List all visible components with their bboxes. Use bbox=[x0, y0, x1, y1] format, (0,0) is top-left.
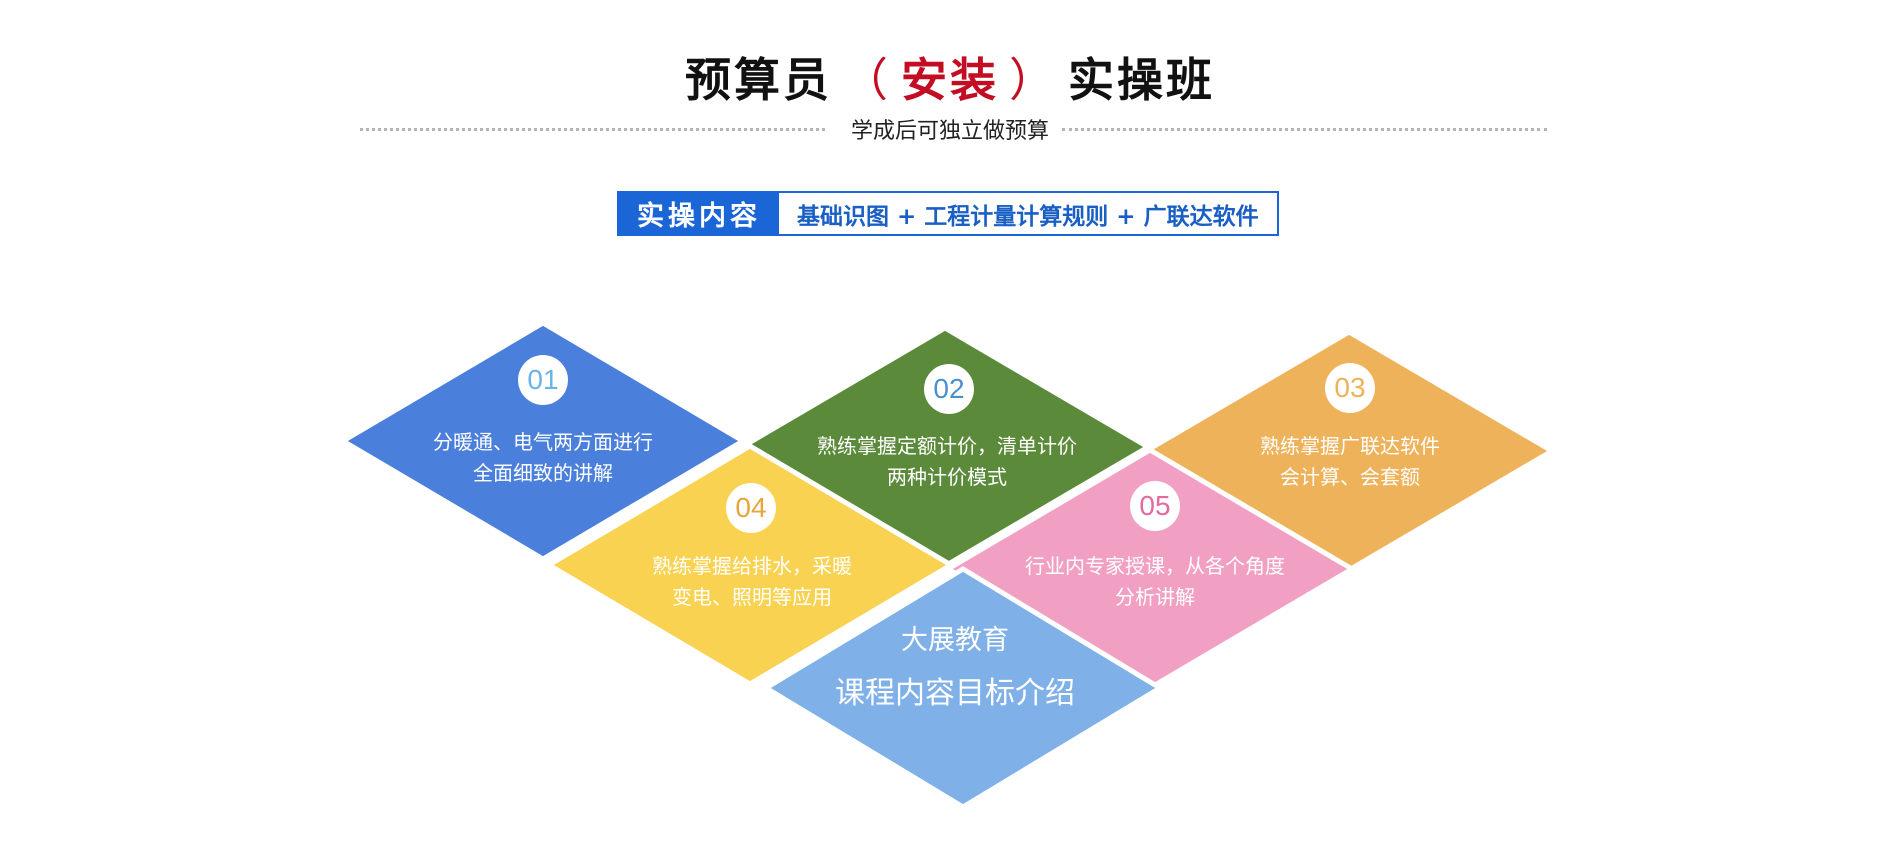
item-03-text: 熟练掌握广联达软件 会计算、会套额 bbox=[1200, 431, 1500, 493]
item-02-line1: 熟练掌握定额计价，清单计价 bbox=[817, 434, 1077, 458]
item-03-line1: 熟练掌握广联达软件 bbox=[1260, 434, 1440, 458]
subtitle-divider-left bbox=[360, 128, 825, 131]
content-banner: 实操内容 基础识图 + 工程计量计算规则 + 广联达软件 bbox=[617, 191, 1279, 236]
item-01-text: 分暖通、电气两方面进行 全面细致的讲解 bbox=[393, 427, 693, 489]
title-part1: 预算员 bbox=[685, 53, 832, 107]
item-05-number-badge: 05 bbox=[1130, 481, 1180, 531]
banner-content: 基础识图 + 工程计量计算规则 + 广联达软件 bbox=[797, 203, 1259, 230]
item-05-line2: 分析讲解 bbox=[1115, 585, 1195, 609]
subtitle-divider-right bbox=[1062, 128, 1547, 131]
item-05-text: 行业内专家授课，从各个角度 分析讲解 bbox=[995, 551, 1315, 613]
item-04-number-badge: 04 bbox=[726, 483, 776, 533]
item-05-number: 05 bbox=[1139, 490, 1171, 521]
item-02-number-badge: 02 bbox=[924, 364, 974, 414]
item-02-line2: 两种计价模式 bbox=[887, 465, 1007, 489]
item-04-line2: 变电、照明等应用 bbox=[672, 585, 832, 609]
diamond-01 bbox=[338, 320, 748, 562]
center-caption: 课程内容目标介绍 bbox=[835, 676, 1075, 711]
item-04-number: 04 bbox=[735, 492, 767, 523]
item-03-number-badge: 03 bbox=[1325, 363, 1375, 413]
item-01-number-badge: 01 bbox=[518, 355, 568, 405]
banner-label: 实操内容 bbox=[619, 193, 779, 234]
diamond-center bbox=[761, 566, 1165, 810]
title-part2: 实操班 bbox=[1068, 53, 1215, 107]
item-01-line2: 全面细致的讲解 bbox=[473, 461, 613, 485]
diamond-04 bbox=[544, 443, 956, 687]
item-02-text: 熟练掌握定额计价，清单计价 两种计价模式 bbox=[787, 431, 1107, 493]
item-05-line1: 行业内专家授课，从各个角度 bbox=[1025, 554, 1285, 578]
center-brand: 大展教育 bbox=[901, 625, 1009, 656]
item-03-number: 03 bbox=[1334, 372, 1366, 403]
page-title: 预算员（安装）实操班 bbox=[0, 44, 1900, 110]
item-02-number: 02 bbox=[933, 373, 965, 404]
item-03-line2: 会计算、会套额 bbox=[1280, 465, 1420, 489]
item-04-text: 熟练掌握给排水，采暖 变电、照明等应用 bbox=[602, 551, 902, 613]
page-subtitle: 学成后可独立做预算 bbox=[850, 119, 1049, 144]
title-paren-open: （ bbox=[842, 53, 891, 107]
item-04-line1: 熟练掌握给排水，采暖 bbox=[652, 554, 852, 578]
title-highlight: 安装 bbox=[901, 53, 999, 107]
item-01-line1: 分暖通、电气两方面进行 bbox=[433, 430, 653, 454]
title-paren-close: ） bbox=[1009, 53, 1058, 107]
item-01-number: 01 bbox=[527, 364, 559, 395]
